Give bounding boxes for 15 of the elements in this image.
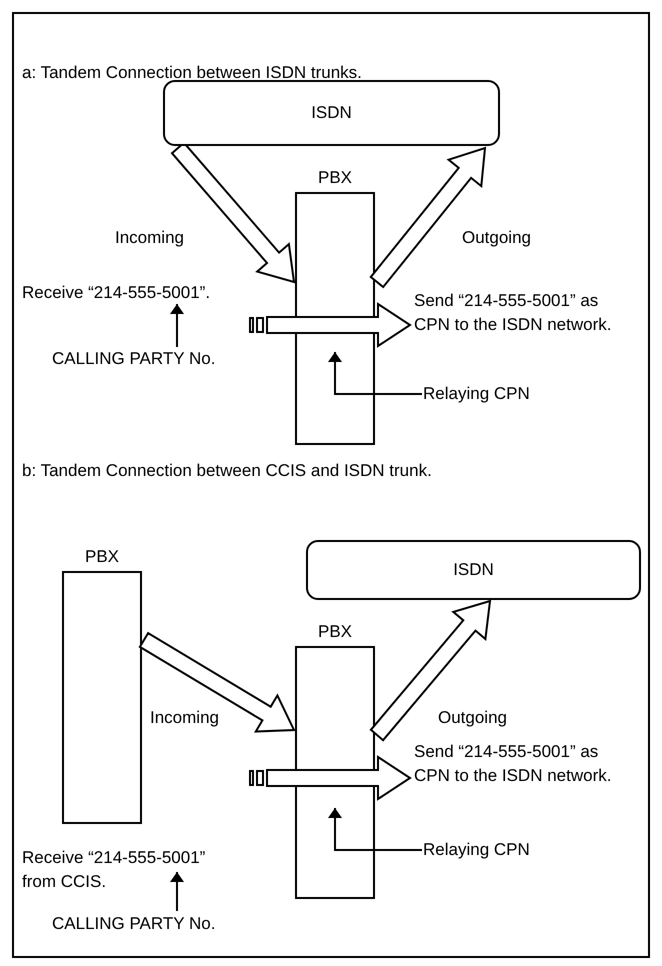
node-heading: PBX xyxy=(316,167,354,189)
block-arrow xyxy=(249,755,412,801)
node-heading: PBX xyxy=(316,621,354,643)
network-box: ISDN xyxy=(306,540,641,600)
block-arrow xyxy=(369,146,486,288)
block-arrow xyxy=(138,632,296,733)
leader-arrow xyxy=(170,872,184,911)
network-box: ISDN xyxy=(163,80,500,146)
leader-arrow xyxy=(328,808,422,851)
block-arrow xyxy=(249,302,412,348)
leader-arrow xyxy=(328,352,422,395)
block-arrow xyxy=(370,600,492,742)
leader-arrow xyxy=(170,304,184,347)
node-heading: PBX xyxy=(84,546,120,568)
section-heading: b: Tandem Connection between CCIS and ISDN trunk. xyxy=(22,460,432,482)
